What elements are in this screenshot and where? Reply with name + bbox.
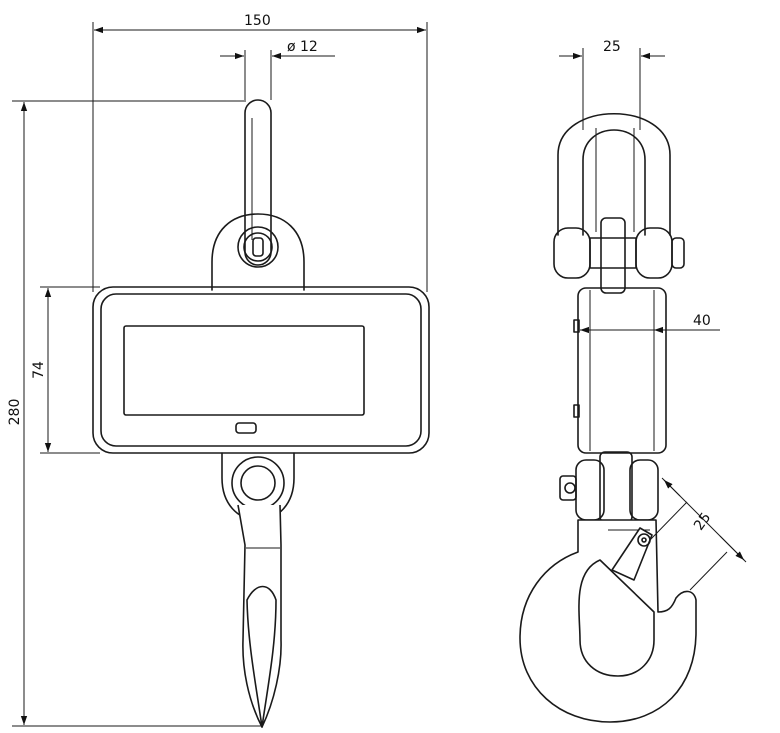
dim-shackle-width-label: 25 [603,39,621,55]
side-hook [519,519,697,723]
front-hook [237,504,282,728]
dim-body-height: 74 [31,286,100,454]
front-view [92,99,430,728]
dim-body-depth-label: 40 [693,313,711,329]
dim-body-depth: 40 [580,313,720,334]
scale-body [92,286,430,454]
power-button [235,422,257,434]
top-shackle-loop [244,99,272,266]
shackle-bolt [553,217,685,294]
side-view [519,113,697,723]
dim-width: 150 [92,13,428,292]
body-side [573,287,667,454]
dim-body-height-label: 74 [31,361,47,379]
dim-width-label: 150 [244,13,271,29]
dim-total-height: 280 [7,100,262,727]
dim-hook-opening: 25 [649,477,747,591]
dim-shackle-pin: ø 12 [220,39,335,100]
upper-lug [211,213,305,291]
dim-shackle-width: 25 [559,39,665,130]
display-window [123,325,365,416]
lower-swivel [559,451,659,523]
hook-latch [611,527,653,581]
dim-hook-opening-label: 25 [691,510,714,534]
shackle-u [557,113,671,236]
dim-total-height-label: 280 [7,399,23,426]
dim-shackle-pin-label: ø 12 [287,39,318,55]
